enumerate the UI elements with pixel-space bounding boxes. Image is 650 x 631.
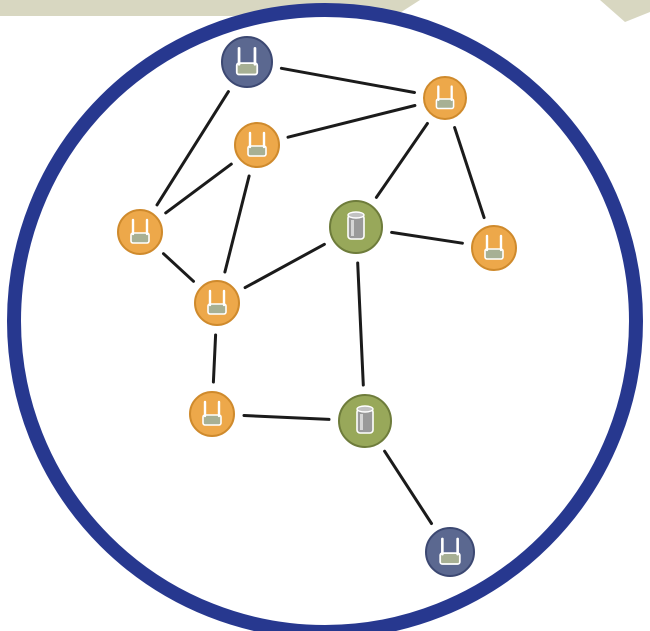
link-r1-s1 xyxy=(374,122,429,199)
node-router-r1 xyxy=(423,76,467,120)
node-router-r2 xyxy=(234,122,280,168)
antenna-icon xyxy=(235,47,259,76)
antenna-base xyxy=(130,232,150,244)
antenna-icon xyxy=(202,400,222,426)
link-s1-s2 xyxy=(356,261,365,387)
node-router-r5 xyxy=(194,280,240,326)
link-r2-r5 xyxy=(223,174,251,274)
access-point-circle xyxy=(221,36,273,88)
router-circle xyxy=(234,122,280,168)
link-ap1-r3 xyxy=(155,90,230,207)
links-layer xyxy=(155,66,486,525)
antenna-base xyxy=(235,62,259,76)
antenna-base xyxy=(247,145,267,157)
cylinder-highlight xyxy=(351,220,354,236)
link-r1-r2 xyxy=(286,104,417,139)
node-router-r3 xyxy=(117,209,163,255)
network-boundary-ring xyxy=(7,3,643,631)
antenna-icon xyxy=(484,234,504,260)
antenna-base xyxy=(439,552,461,565)
cylinder-top xyxy=(356,405,374,413)
link-r1-r4 xyxy=(453,126,486,220)
link-r6-s2 xyxy=(242,414,331,421)
node-server-s1 xyxy=(329,200,383,254)
node-router-r6 xyxy=(189,391,235,437)
router-circle xyxy=(189,391,235,437)
cylinder-icon xyxy=(347,211,365,240)
antenna-icon xyxy=(207,289,227,315)
antenna-icon xyxy=(439,537,461,565)
cylinder-icon xyxy=(356,405,374,434)
router-circle xyxy=(423,76,467,120)
router-circle xyxy=(471,225,517,271)
antenna-base xyxy=(484,248,504,260)
node-access-point-ap2 xyxy=(425,527,475,577)
node-server-s2 xyxy=(338,394,392,448)
link-r2-r3 xyxy=(164,162,233,215)
cylinder-top xyxy=(347,211,365,219)
antenna-icon xyxy=(247,131,267,157)
router-circle xyxy=(194,280,240,326)
link-r3-r5 xyxy=(162,252,195,283)
link-ap1-r1 xyxy=(279,66,416,94)
antenna-base xyxy=(435,98,455,110)
cylinder-highlight xyxy=(360,414,363,430)
node-router-r4 xyxy=(471,225,517,271)
node-access-point-ap1 xyxy=(221,36,273,88)
link-s1-r5 xyxy=(243,242,326,290)
antenna-base xyxy=(202,414,222,426)
access-point-circle xyxy=(425,527,475,577)
link-r5-r6 xyxy=(211,333,218,384)
link-s1-r4 xyxy=(390,230,464,245)
antenna-base xyxy=(207,303,227,315)
router-circle xyxy=(117,209,163,255)
link-s2-ap2 xyxy=(383,449,433,525)
antenna-icon xyxy=(435,85,455,110)
nodes-layer xyxy=(117,36,517,577)
antenna-icon xyxy=(130,218,150,244)
